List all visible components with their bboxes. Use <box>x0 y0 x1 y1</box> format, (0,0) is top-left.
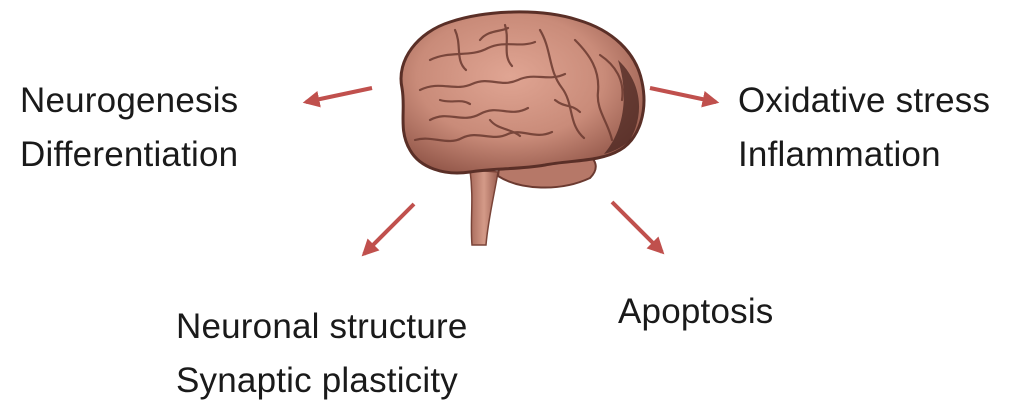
outcome-neuronal-structure-label: Neuronal structure Synaptic plasticity <box>176 300 468 408</box>
outcome-oxidative-stress-label: Oxidative stress Inflammation <box>738 74 990 182</box>
outcome-apoptosis-label: Apoptosis <box>618 285 774 339</box>
outcome-neurogenesis-label: Neurogenesis Differentiation <box>20 74 238 182</box>
arrow-to-apoptosis <box>612 202 662 252</box>
arrow-to-neurogenesis <box>306 88 372 102</box>
differentiation-text: Differentiation <box>20 128 238 182</box>
oxidative-stress-text: Oxidative stress <box>738 74 990 128</box>
synaptic-plasticity-text: Synaptic plasticity <box>176 354 468 408</box>
apoptosis-text: Apoptosis <box>618 285 774 339</box>
arrow-to-neuronal-structure <box>364 204 414 254</box>
neurogenesis-text: Neurogenesis <box>20 74 238 128</box>
neuronal-structure-text: Neuronal structure <box>176 300 468 354</box>
arrow-to-oxidative-stress <box>650 88 716 102</box>
inflammation-text: Inflammation <box>738 128 990 182</box>
brain-icon <box>401 12 644 245</box>
